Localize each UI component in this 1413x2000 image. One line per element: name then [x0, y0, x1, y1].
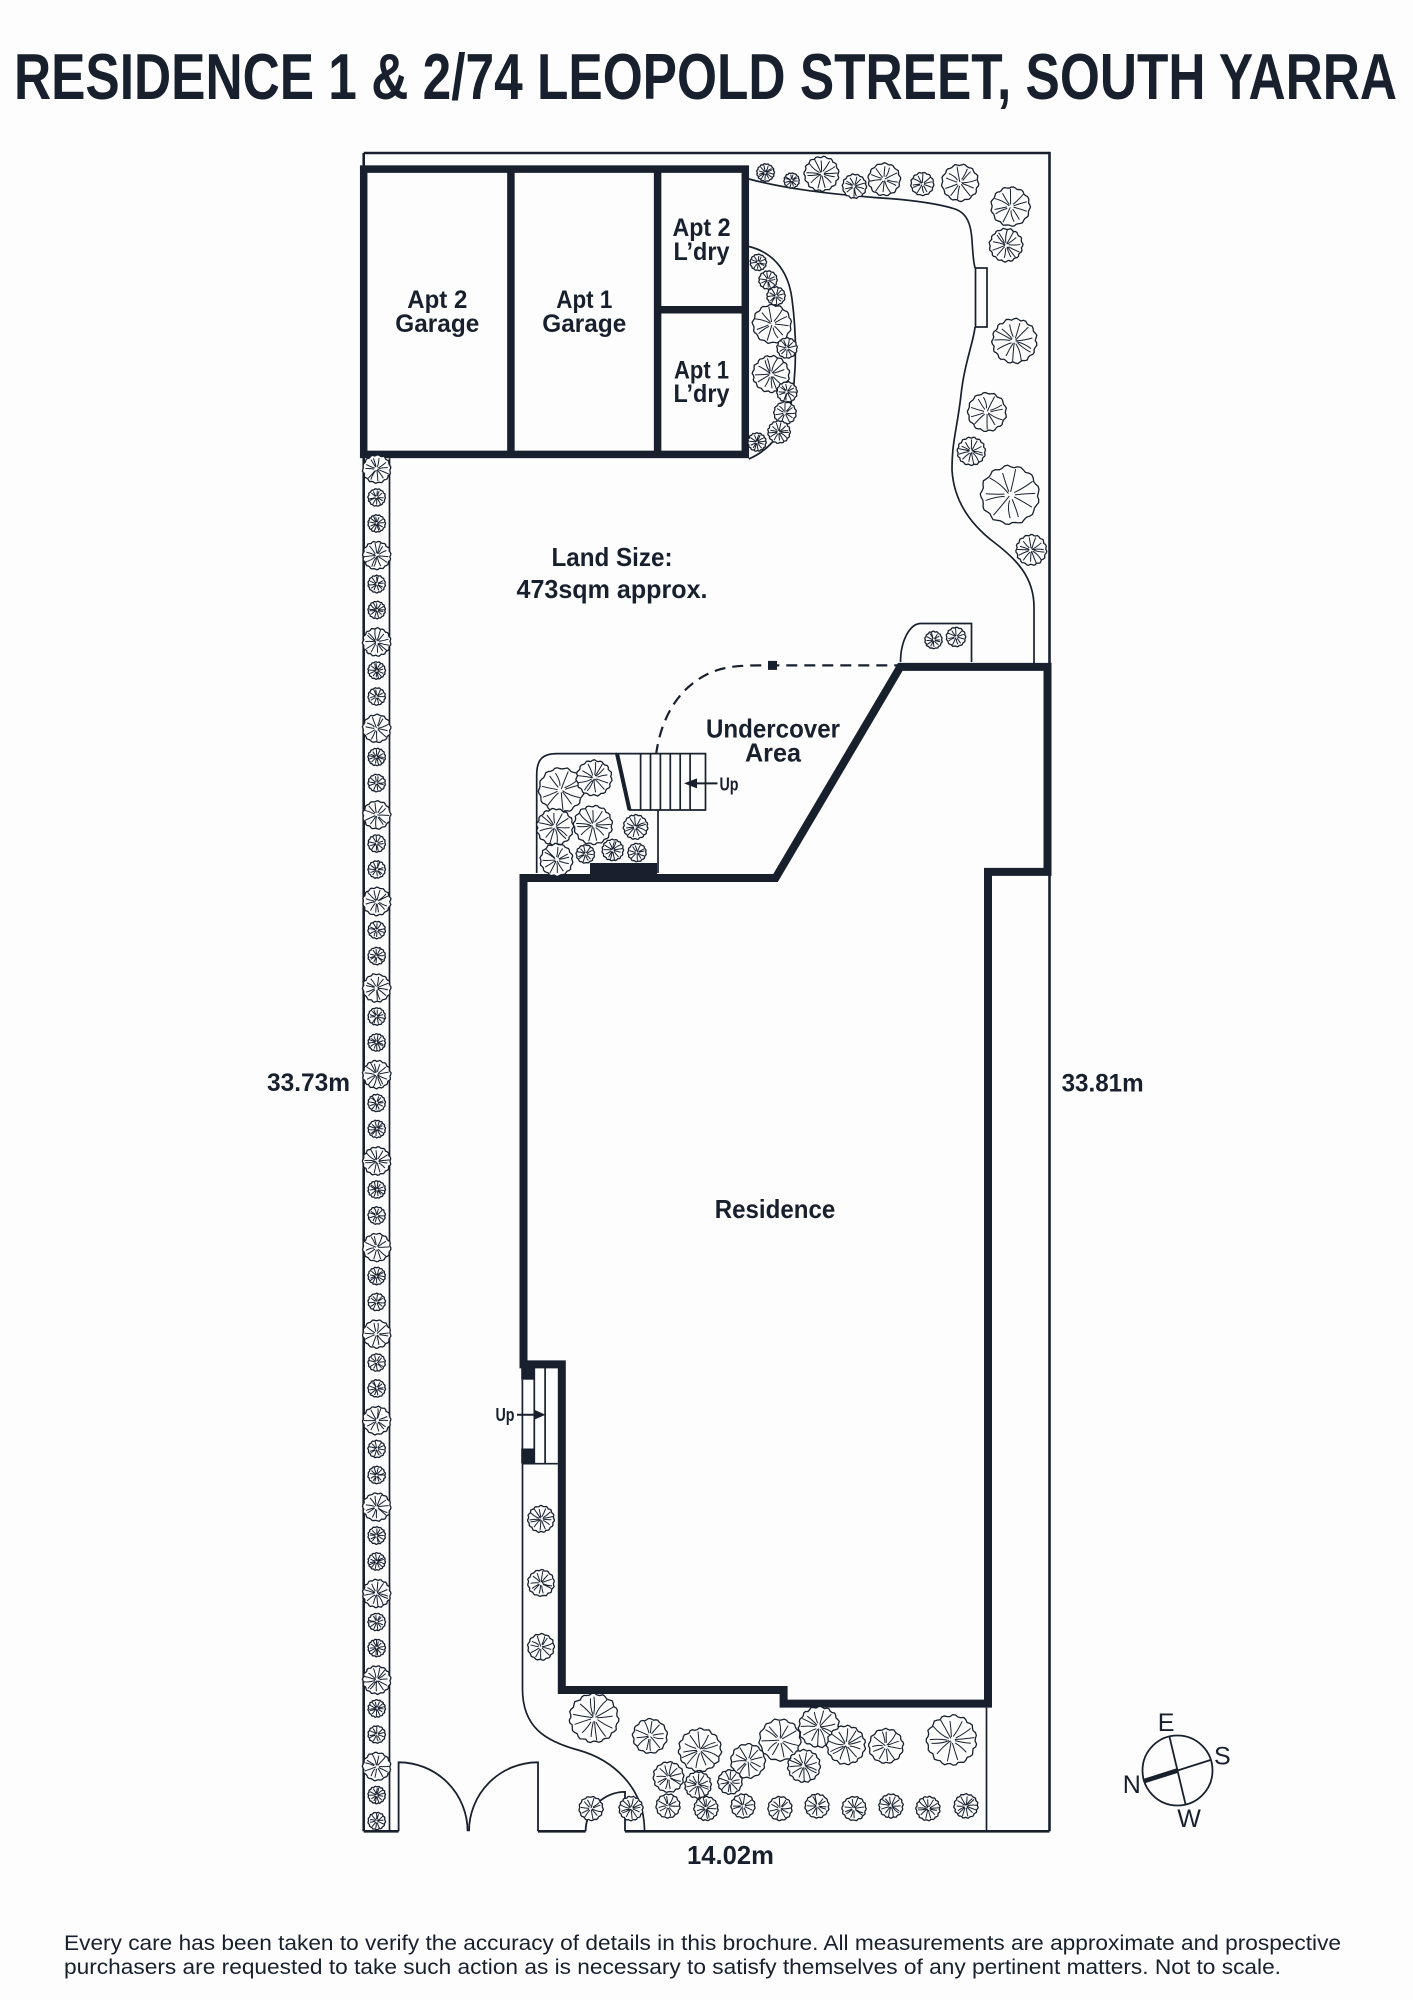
- svg-text:purchasers are requested to ta: purchasers are requested to take such ac…: [64, 1956, 1281, 1979]
- svg-text:33.73m: 33.73m: [267, 1069, 350, 1097]
- svg-text:Undercover: Undercover: [706, 714, 840, 744]
- svg-text:L’dry: L’dry: [674, 238, 730, 266]
- svg-text:14.02m: 14.02m: [687, 1840, 774, 1870]
- svg-text:Garage: Garage: [542, 310, 626, 338]
- svg-text:Area: Area: [745, 738, 802, 768]
- svg-text:Residence: Residence: [715, 1194, 836, 1224]
- svg-text:L’dry: L’dry: [674, 380, 730, 408]
- svg-text:Apt 1: Apt 1: [674, 356, 729, 384]
- svg-text:Apt 2: Apt 2: [673, 214, 731, 242]
- svg-text:Land Size:: Land Size:: [552, 542, 673, 572]
- svg-text:Every care has been taken to v: Every care has been taken to verify the …: [64, 1932, 1341, 1955]
- svg-text:RESIDENCE 1 & 2/74 LEOPOLD STR: RESIDENCE 1 & 2/74 LEOPOLD STREET, SOUTH…: [14, 40, 1397, 113]
- svg-text:Garage: Garage: [395, 310, 479, 338]
- svg-text:N: N: [1123, 1771, 1141, 1799]
- svg-text:Apt 1: Apt 1: [556, 286, 612, 314]
- svg-text:W: W: [1177, 1805, 1201, 1833]
- svg-text:S: S: [1214, 1742, 1231, 1770]
- svg-text:E: E: [1158, 1709, 1175, 1737]
- svg-text:473sqm approx.: 473sqm approx.: [517, 574, 708, 604]
- svg-text:Apt 2: Apt 2: [407, 286, 467, 314]
- svg-text:Up: Up: [720, 774, 739, 795]
- svg-text:Up: Up: [496, 1404, 515, 1425]
- svg-text:33.81m: 33.81m: [1062, 1070, 1144, 1098]
